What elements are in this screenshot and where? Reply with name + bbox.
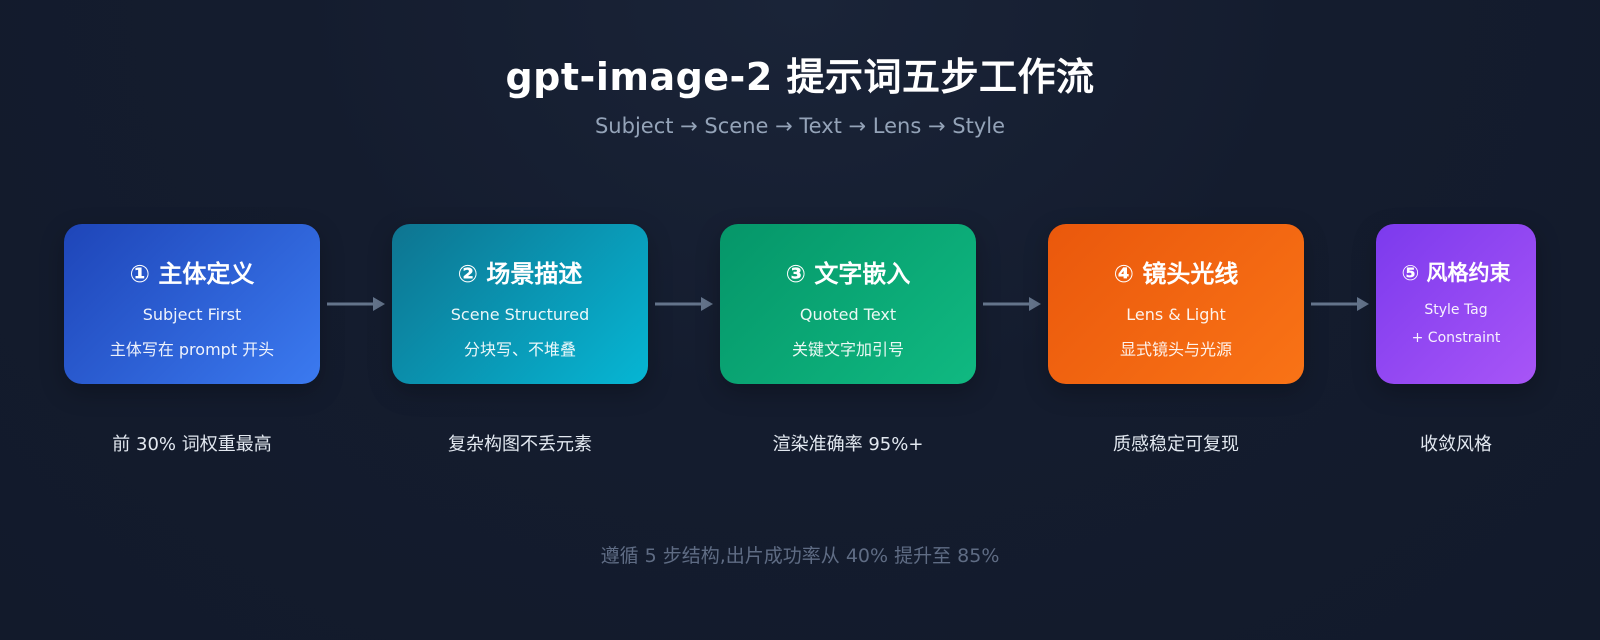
- arrow-right-icon: [1311, 297, 1369, 311]
- step-card-style: ⑤ 风格约束 Style Tag + Constraint: [1376, 224, 1536, 384]
- step-card-scene: ② 场景描述 Scene Structured 分块写、不堆叠: [392, 224, 648, 384]
- step-title: ② 场景描述: [457, 260, 583, 288]
- footer-summary: 遵循 5 步结构,出片成功率从 40% 提升至 85%: [600, 545, 1000, 567]
- step-description: 主体写在 prompt 开头: [109, 340, 275, 359]
- step-description: 分块写、不堆叠: [463, 340, 576, 359]
- step-english-label: Quoted Text: [799, 305, 897, 324]
- step-description: + Constraint: [1411, 330, 1501, 346]
- step-card-subject: ① 主体定义 Subject First 主体写在 prompt 开头: [64, 224, 320, 384]
- step-english-label: Style Tag: [1424, 302, 1488, 318]
- step-card-lens: ④ 镜头光线 Lens & Light 显式镜头与光源: [1048, 224, 1304, 384]
- step-note: 前 30% 词权重最高: [112, 434, 272, 455]
- step-title: ④ 镜头光线: [1113, 260, 1239, 288]
- arrow-right-icon: [327, 297, 385, 311]
- step-description: 关键文字加引号: [791, 340, 904, 359]
- step-title: ⑤ 风格约束: [1401, 261, 1511, 285]
- step-english-label: Lens & Light: [1126, 305, 1226, 324]
- arrow-right-icon: [655, 297, 713, 311]
- page-title: gpt-image-2 提示词五步工作流: [505, 55, 1095, 99]
- step-note: 质感稳定可复现: [1113, 434, 1239, 455]
- step-title: ③ 文字嵌入: [785, 260, 911, 288]
- page-subtitle: Subject → Scene → Text → Lens → Style: [594, 114, 1006, 138]
- step-english-label: Subject First: [142, 305, 242, 324]
- step-english-label: Scene Structured: [450, 305, 590, 324]
- step-note: 收敛风格: [1420, 434, 1492, 455]
- arrow-right-icon: [983, 297, 1041, 311]
- step-note: 渲染准确率 95%+: [772, 434, 924, 455]
- step-description: 显式镜头与光源: [1119, 340, 1232, 359]
- step-card-text: ③ 文字嵌入 Quoted Text 关键文字加引号: [720, 224, 976, 384]
- step-note: 复杂构图不丢元素: [448, 434, 592, 455]
- step-title: ① 主体定义: [129, 260, 255, 288]
